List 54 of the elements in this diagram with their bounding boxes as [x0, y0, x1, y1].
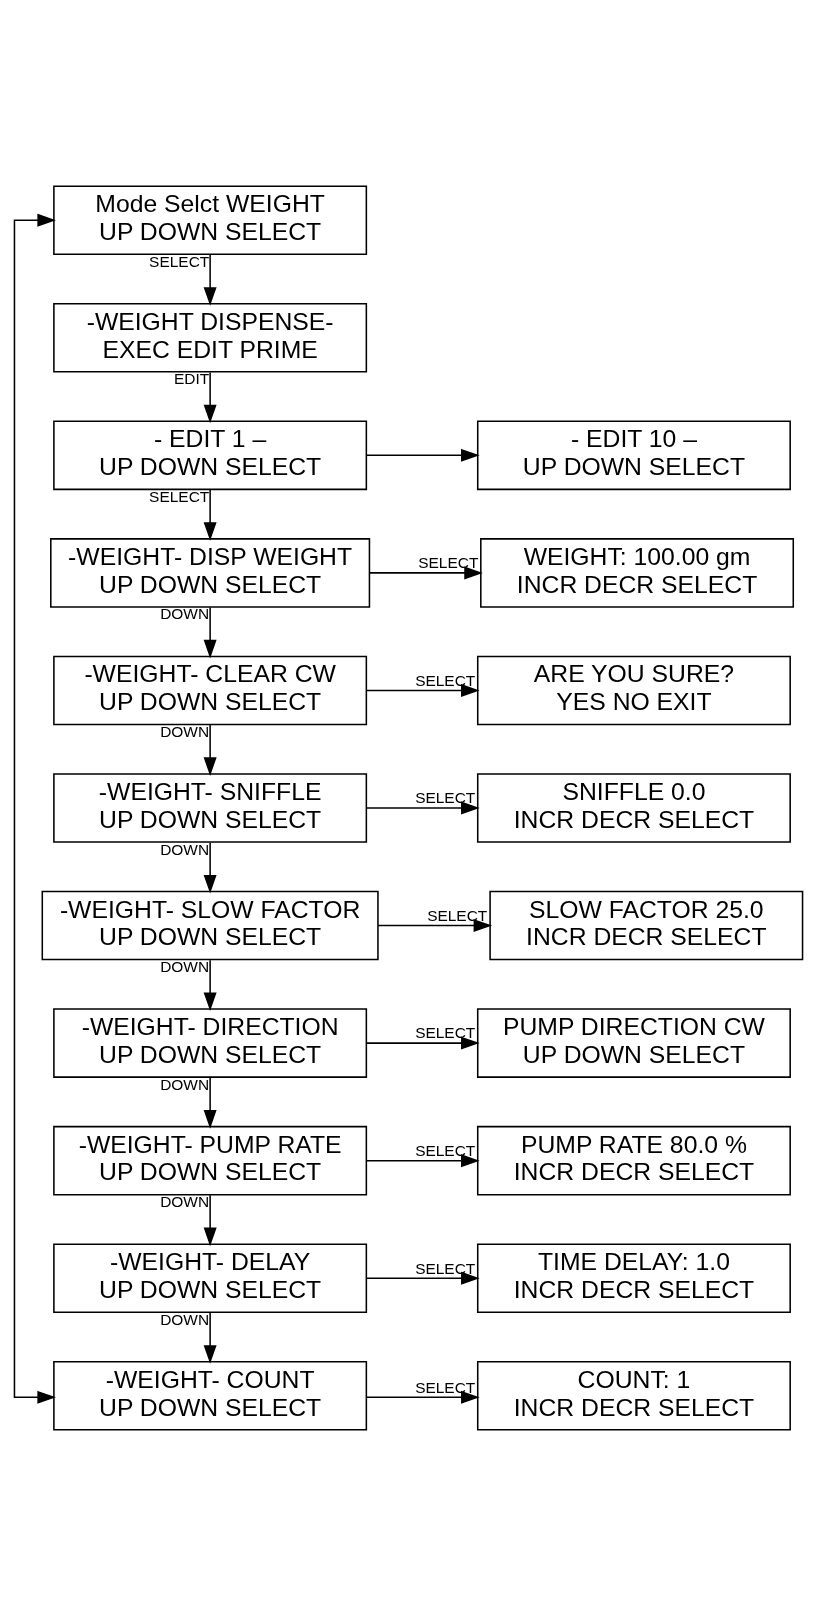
arrow	[203, 959, 217, 1012]
arrow	[13, 213, 56, 1404]
edge-label: SELECT	[415, 1378, 476, 1396]
node-box: Mode Selct WEIGHT UP DOWN SELECT	[53, 185, 368, 256]
edge-label: SELECT	[418, 554, 479, 572]
arrow	[203, 1312, 217, 1364]
edge-label: SELECT	[415, 1024, 476, 1042]
node-box: COUNT: 1 INCR DECR SELECT	[476, 1360, 791, 1431]
node-box: ARE YOU SURE? YES NO EXIT	[476, 655, 791, 726]
arrow	[203, 489, 217, 541]
node-box: -WEIGHT- DISP WEIGHT UP DOWN SELECT	[50, 538, 371, 608]
node-box: -WEIGHT- CLEAR CW UP DOWN SELECT	[53, 655, 368, 726]
node-box: -WEIGHT- PUMP RATE UP DOWN SELECT	[53, 1125, 368, 1196]
edge-label: SELECT	[415, 671, 476, 689]
node-box: - EDIT 10 – UP DOWN SELECT	[476, 420, 791, 491]
arrow	[368, 566, 483, 580]
node-box: - EDIT 1 – UP DOWN SELECT	[53, 420, 368, 491]
arrow	[365, 1390, 480, 1404]
edge-label: SELECT	[427, 906, 488, 924]
arrow	[365, 448, 480, 462]
node-box: PUMP DIRECTION CW UP DOWN SELECT	[476, 1008, 791, 1078]
node-box: -WEIGHT- DIRECTION UP DOWN SELECT	[53, 1008, 368, 1078]
arrow	[377, 919, 493, 933]
edge-label: DOWN	[160, 958, 210, 976]
edge-label: SELECT	[415, 789, 476, 807]
node-box: -WEIGHT- SNIFFLE UP DOWN SELECT	[53, 773, 368, 843]
edge-label: DOWN	[160, 1193, 210, 1211]
arrow	[365, 1036, 480, 1050]
arrow	[203, 724, 217, 776]
edge-label: SELECT	[415, 1142, 476, 1160]
node-box: -WEIGHT DISPENSE- EXEC EDIT PRIME	[53, 302, 368, 373]
edge-label: SELECT	[415, 1259, 476, 1277]
node-box: -WEIGHT- COUNT UP DOWN SELECT	[53, 1360, 368, 1431]
node-box: PUMP RATE 80.0 % INCR DECR SELECT	[476, 1125, 791, 1196]
edge-label: DOWN	[160, 840, 210, 858]
arrow	[203, 1194, 217, 1247]
node-box: TIME DELAY: 1.0 INCR DECR SELECT	[476, 1243, 791, 1314]
arrow	[365, 1271, 480, 1285]
edge-label: DOWN	[160, 1075, 210, 1093]
arrow	[365, 1154, 480, 1168]
arrow	[203, 371, 217, 424]
arrow	[365, 801, 480, 815]
edge-label: DOWN	[160, 605, 210, 623]
node-box: SNIFFLE 0.0 INCR DECR SELECT	[476, 773, 791, 843]
edge-label: EDIT	[173, 370, 210, 388]
arrow	[365, 683, 480, 697]
node-box: SLOW FACTOR 25.0 INCR DECR SELECT	[489, 890, 804, 961]
arrow	[203, 606, 217, 659]
node-box: -WEIGHT- SLOW FACTOR UP DOWN SELECT	[41, 890, 379, 961]
node-box: -WEIGHT- DELAY UP DOWN SELECT	[53, 1243, 368, 1314]
arrow	[203, 254, 217, 306]
node-box: WEIGHT: 100.00 gm INCR DECR SELECT	[480, 538, 795, 608]
arrow	[203, 1076, 217, 1129]
arrow	[203, 841, 217, 894]
